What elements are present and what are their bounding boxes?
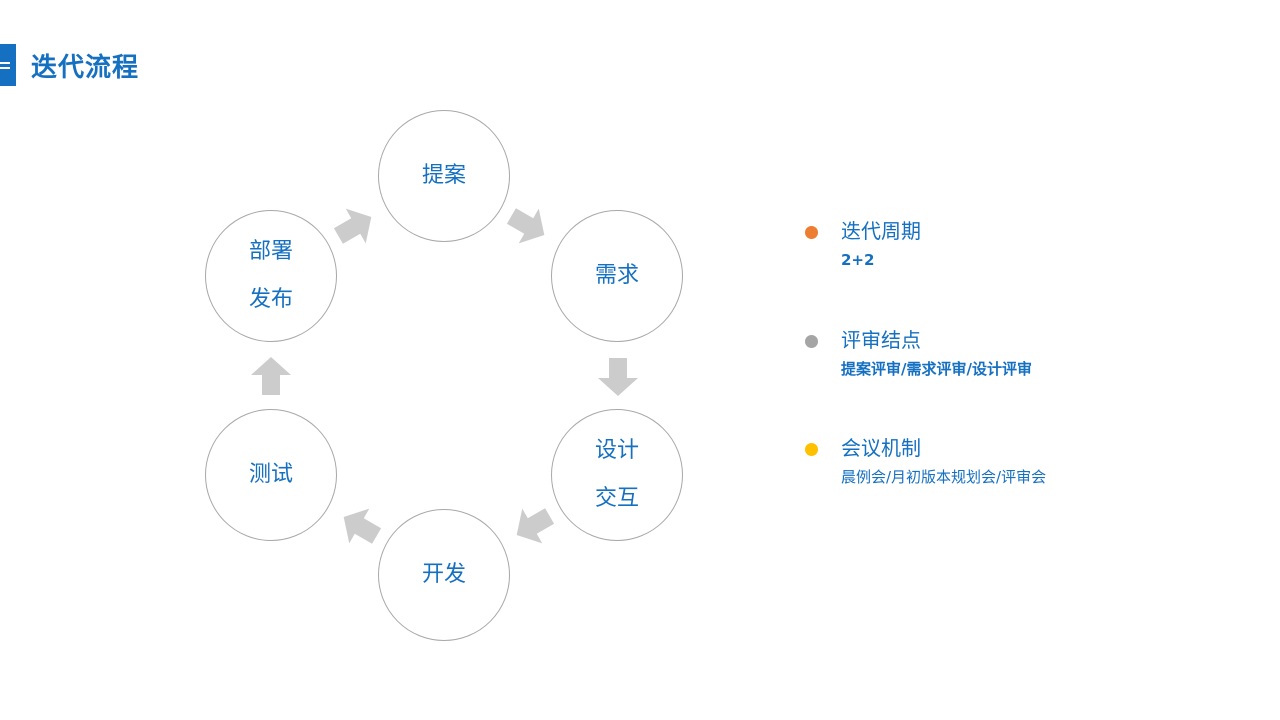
arrow-deployment-to-proposal [333, 208, 372, 244]
node-testing-label: 测试 [248, 462, 293, 487]
legend-dot-yellow [805, 443, 818, 456]
node-testing: 测试 [205, 409, 337, 541]
node-development-label: 开发 [421, 562, 466, 587]
node-requirements: 需求 [551, 210, 683, 342]
node-proposal: 提案 [378, 110, 510, 242]
arrow-requirements-to-design [598, 358, 638, 396]
node-deployment-label-line1: 部署 [248, 239, 293, 264]
node-development: 开发 [378, 509, 510, 641]
legend-label: 会议机制 [841, 436, 921, 460]
legend-desc: 晨例会/月初版本规划会/评审会 [841, 468, 1047, 486]
arrow-design-to-development [516, 508, 555, 544]
node-design: 设计 交互 [551, 409, 683, 541]
arrow-proposal-to-requirements [506, 208, 545, 244]
node-deployment-label-line2: 发布 [248, 287, 293, 312]
legend-dot-orange [805, 226, 818, 239]
page-title: 迭代流程 [31, 53, 140, 83]
legend-desc: 提案评审/需求评审/设计评审 [841, 360, 1032, 378]
node-requirements-label: 需求 [594, 263, 639, 288]
legend-desc: 2+2 [841, 251, 875, 269]
arrow-development-to-testing [343, 508, 382, 544]
legend-dot-gray [805, 335, 818, 348]
node-deployment: 部署 发布 [205, 210, 337, 342]
node-design-label-line1: 设计 [594, 438, 639, 463]
title-accent-bar [0, 44, 16, 86]
legend-label: 评审结点 [841, 328, 921, 352]
arrow-testing-to-deployment [251, 357, 291, 395]
node-design-label-line2: 交互 [594, 486, 639, 511]
legend-label: 迭代周期 [841, 219, 921, 243]
node-proposal-label: 提案 [421, 163, 466, 188]
